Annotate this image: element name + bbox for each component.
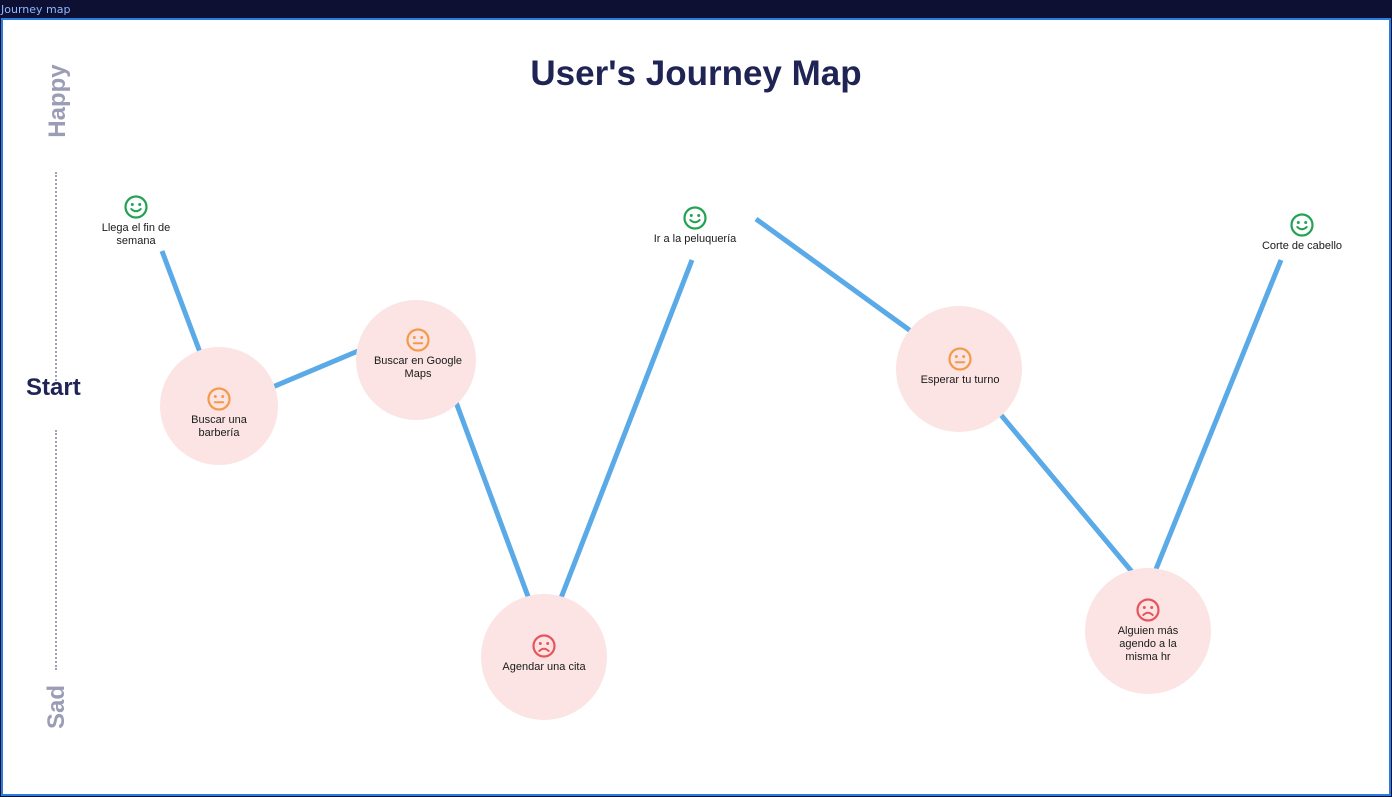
step-label: Alguien más agendo a la misma hr [1117,625,1179,663]
neutral-face-icon [406,328,430,352]
axis-label-sad: Sad [43,685,70,730]
page-title: User's Journey Map [530,54,862,93]
frame-title: Journey map [1,3,71,16]
journey-step-4: Agendar una cita [494,633,594,674]
step-label: Corte de cabello [1261,240,1343,252]
journey-step-8: Corte de cabello [1246,212,1358,253]
bubble-step-3 [356,300,476,420]
step-label: Agendar una cita [502,661,586,673]
step-label: Ir a la peluquería [653,233,737,245]
axis-divider-top [55,172,57,385]
sad-face-icon [1136,598,1160,622]
happy-face-icon [1290,213,1314,237]
axis-divider-bottom [55,430,57,670]
connector-3 [447,385,539,619]
journey-step-7: Alguien más agendo a la misma hr [1108,597,1188,664]
bubble-step-7 [1085,568,1211,694]
connector-6 [984,395,1140,581]
bubble-step-2 [160,347,278,465]
journey-step-3: Buscar en Google Maps [368,327,468,381]
step-label: Buscar en Google Maps [373,355,463,380]
happy-face-icon [683,206,707,230]
axis-label-happy: Happy [44,64,71,138]
step-label: Buscar una barbería [191,414,247,439]
connector-4 [551,259,695,617]
step-label: Llega el fin de semana [101,222,171,247]
journey-step-2: Buscar una barbería [176,386,262,440]
step-label: Esperar tu turno [920,374,1000,386]
connector-7 [1149,259,1284,580]
journey-step-5: Ir a la peluquería [640,205,750,246]
journey-step-1: Llega el fin de semana [92,194,180,248]
axis-label-start: Start [26,374,81,401]
connector-5 [754,216,939,353]
neutral-face-icon [207,387,231,411]
happy-face-icon [124,195,148,219]
sad-face-icon [532,634,556,658]
neutral-face-icon [948,347,972,371]
journey-step-6: Esperar tu turno [906,346,1014,387]
